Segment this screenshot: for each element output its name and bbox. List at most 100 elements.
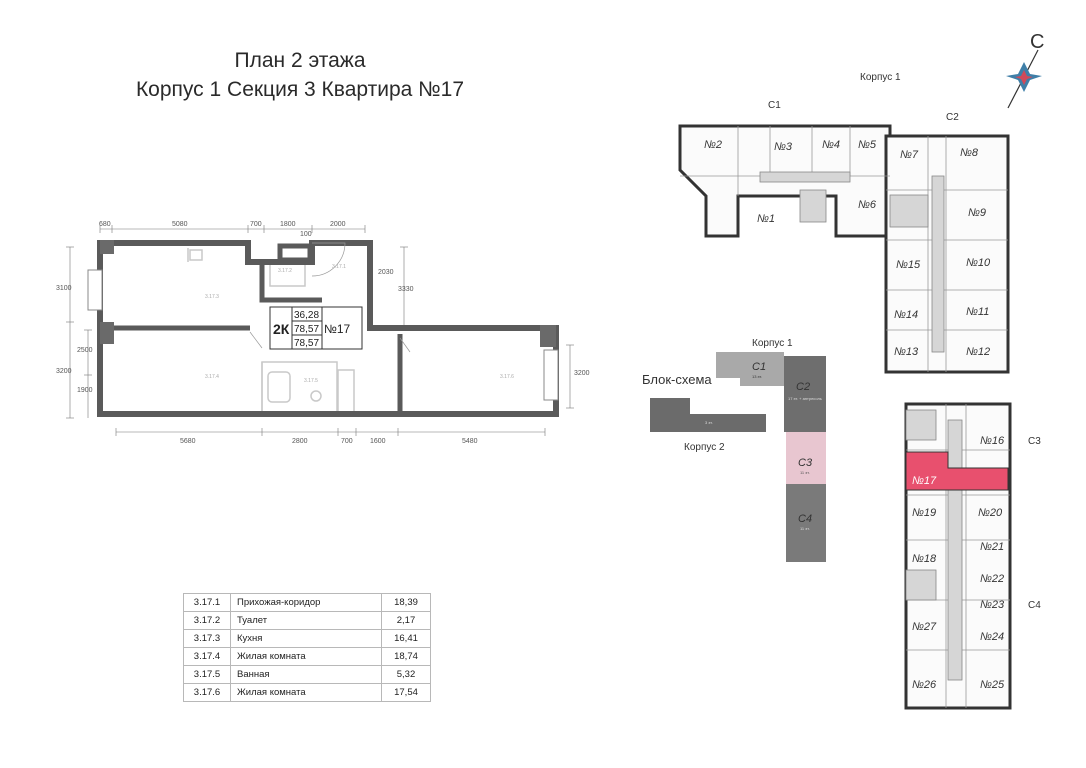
apt-label-10[interactable]: №10 <box>966 257 991 269</box>
wall-columns <box>100 240 556 347</box>
apt-label-23[interactable]: №23 <box>980 599 1005 611</box>
block-c2-name: С2 <box>796 381 810 393</box>
rooms-label: 2К <box>273 321 290 337</box>
block-c3[interactable] <box>786 432 826 484</box>
apt-label-25[interactable]: №25 <box>980 679 1005 691</box>
dim-right-1: 3330 <box>398 286 414 293</box>
apt-label-15[interactable]: №15 <box>896 259 921 271</box>
compass-icon <box>1006 49 1042 109</box>
dim-top-3: 1800 <box>280 221 296 228</box>
room-code-2: 3.17.2 <box>278 268 292 274</box>
dim-bottom-3: 1600 <box>370 438 386 445</box>
corpus-label: Корпус 1 <box>860 72 901 83</box>
dim-left-3: 1900 <box>77 387 93 394</box>
dim-right-0: 2030 <box>378 269 394 276</box>
apt-label-12[interactable]: №12 <box>966 346 990 358</box>
section-label-c2: С2 <box>946 112 959 123</box>
room-code-6: 3.17.6 <box>500 374 514 380</box>
apt-label-27[interactable]: №27 <box>912 621 937 633</box>
total-area-2: 78,57 <box>294 338 319 349</box>
apt-label-5[interactable]: №5 <box>858 139 877 151</box>
total-area: 78,57 <box>294 324 319 335</box>
apt-label-14[interactable]: №14 <box>894 309 918 321</box>
compass-letter: С <box>1030 31 1044 53</box>
room-area: 16,41 <box>381 629 431 648</box>
apt-label-13[interactable]: №13 <box>894 346 919 358</box>
apt-label-1[interactable]: №1 <box>757 213 775 225</box>
block-scheme-corpus1: Корпус 1 <box>752 338 793 349</box>
section-label-c1: С1 <box>768 100 781 111</box>
block-corpus2[interactable] <box>650 398 766 432</box>
title-apartment: Корпус 1 Секция 3 Квартира №17 <box>135 78 465 101</box>
block-scheme-corpus2: Корпус 2 <box>684 442 725 453</box>
room-name: Жилая комната <box>230 683 382 702</box>
apt-label-20[interactable]: №20 <box>978 507 1003 519</box>
inner-walls <box>100 243 403 414</box>
dim-top-4: 2000 <box>330 221 346 228</box>
dim-bottom-1: 2800 <box>292 438 308 445</box>
outer-walls <box>97 240 559 417</box>
apt-label-4[interactable]: №4 <box>822 139 840 151</box>
section-label-c3: С3 <box>1028 436 1041 447</box>
apartment-info-box: 2К 36,28 78,57 78,57 №17 <box>269 306 363 350</box>
doors <box>249 242 411 353</box>
dim-top-2: 700 <box>250 221 262 228</box>
section-label-c4: С4 <box>1028 600 1041 611</box>
apartment-number: №17 <box>324 322 351 336</box>
apt-label-22[interactable]: №22 <box>980 573 1004 585</box>
block-c3-name: С3 <box>798 457 813 469</box>
block-c1-floors: 13 эт. <box>752 374 762 379</box>
apt-label-8[interactable]: №8 <box>960 147 979 159</box>
title-floor: План 2 этажа <box>234 49 366 72</box>
dim-top-0: 680 <box>99 221 111 228</box>
apt-label-17[interactable]: №17 <box>912 475 937 487</box>
corpus2-floors: 3 эт. <box>705 420 713 425</box>
dim-top-5: 100 <box>300 231 312 238</box>
apt-label-16[interactable]: №16 <box>980 435 1005 447</box>
apt-label-2[interactable]: №2 <box>704 139 722 151</box>
room-code-5: 3.17.5 <box>304 378 318 384</box>
living-area: 36,28 <box>294 310 319 321</box>
block-c2-floors: 17 эт. + антресоль <box>788 396 822 401</box>
apt-label-24[interactable]: №24 <box>980 631 1004 643</box>
block-c2[interactable] <box>784 356 826 432</box>
block-scheme-title: Блок-схема <box>642 372 712 387</box>
dim-bottom-2: 700 <box>341 438 353 445</box>
dimension-lines <box>66 225 574 436</box>
apt-label-7[interactable]: №7 <box>900 149 919 161</box>
dim-bottom-0: 5680 <box>180 438 196 445</box>
dim-left-0: 3100 <box>56 285 72 292</box>
dim-top-1: 5080 <box>172 221 188 228</box>
apt-label-6[interactable]: №6 <box>858 199 877 211</box>
room-code-3: 3.17.3 <box>205 294 219 300</box>
block-c4[interactable] <box>786 484 826 562</box>
apt-label-18[interactable]: №18 <box>912 553 937 565</box>
dim-left-2: 3200 <box>56 368 72 375</box>
room-code-4: 3.17.4 <box>205 374 219 380</box>
block-c1-name: С1 <box>752 361 766 373</box>
apt-label-3[interactable]: №3 <box>774 141 793 153</box>
room-code-1: 3.17.1 <box>332 264 346 270</box>
block-c3-floors: 11 эт. <box>800 470 810 475</box>
room-area: 18,39 <box>381 593 431 612</box>
apt-label-19[interactable]: №19 <box>912 507 936 519</box>
highlighted-apartment[interactable] <box>905 451 1009 491</box>
apt-label-21[interactable]: №21 <box>980 541 1004 553</box>
dim-left-1: 2500 <box>77 347 93 354</box>
apt-label-11[interactable]: №11 <box>966 306 989 318</box>
room-area: 17,54 <box>381 683 431 702</box>
block-c1[interactable] <box>716 352 784 386</box>
apt-label-26[interactable]: №26 <box>912 679 937 691</box>
apt-label-9[interactable]: №9 <box>968 207 986 219</box>
block-c4-name: С4 <box>798 513 812 525</box>
windows <box>87 269 559 401</box>
